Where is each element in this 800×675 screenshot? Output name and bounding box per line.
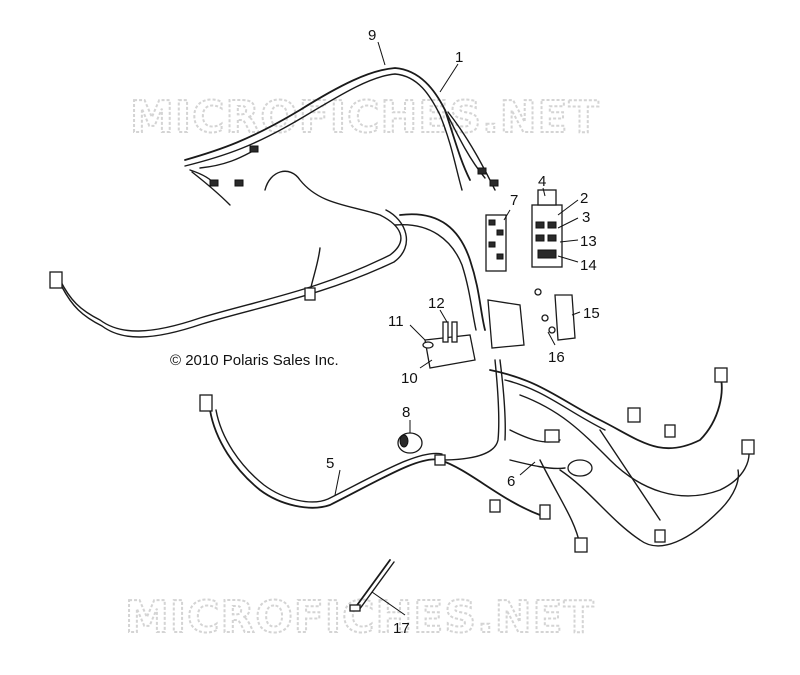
callout-15: 14	[580, 257, 597, 274]
copyright-text: © 2010 Polaris Sales Inc.	[170, 352, 339, 369]
connector	[489, 499, 501, 513]
rear-harness	[49, 168, 486, 338]
connector	[664, 424, 676, 438]
cable-tie	[349, 559, 395, 612]
callout-1: 1	[455, 49, 463, 66]
connector	[574, 537, 588, 553]
callout-13: 12	[428, 295, 445, 312]
callout-11: 10	[401, 370, 418, 387]
fuse-box	[531, 189, 563, 268]
connector	[539, 504, 551, 520]
callouts: 9 1 4 2 7 3 13 14 12 15 11 16 10 8 5 6 1…	[326, 27, 600, 637]
connector	[489, 179, 499, 187]
main-harness	[199, 359, 755, 553]
callout-9: 9	[368, 27, 376, 44]
connector	[544, 429, 560, 443]
connector	[654, 529, 666, 543]
grommet	[567, 459, 593, 477]
bracket-assembly	[422, 288, 576, 369]
connector	[249, 145, 259, 153]
watermark-bottom: MICROFICHES.NET	[125, 592, 595, 643]
connector	[199, 394, 213, 412]
callout-6: 6	[507, 473, 515, 490]
callout-2: 2	[580, 190, 588, 207]
callout-3: 3	[582, 209, 590, 226]
callout-5: 5	[326, 455, 334, 472]
callout-10: 17	[393, 620, 410, 637]
connector	[714, 367, 728, 383]
connector	[434, 454, 446, 466]
connector	[209, 179, 219, 187]
connector	[49, 271, 63, 289]
watermark-top: MICROFICHES.NET	[130, 92, 600, 143]
callout-17: 16	[548, 349, 565, 366]
connector	[304, 287, 316, 301]
callout-14: 13	[580, 233, 597, 250]
callout-12: 11	[388, 313, 404, 330]
callout-16: 15	[583, 305, 600, 322]
connector	[627, 407, 641, 423]
connector	[741, 439, 755, 455]
decal-strip	[485, 214, 507, 272]
roof-harness	[184, 67, 499, 206]
callout-8: 8	[402, 404, 410, 421]
connector	[234, 179, 244, 187]
connector	[477, 167, 487, 175]
callout-7: 7	[510, 192, 518, 209]
horn	[397, 432, 423, 454]
leader-lines	[334, 41, 581, 616]
callout-4: 4	[538, 173, 546, 190]
